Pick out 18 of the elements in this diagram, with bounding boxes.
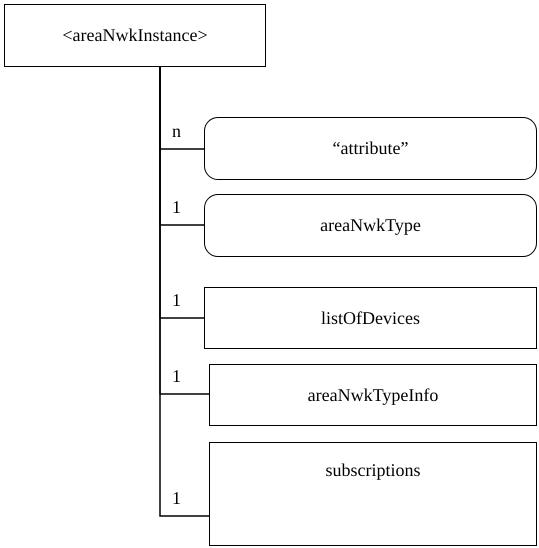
node-label: listOfDevices [321, 306, 420, 330]
edge-label: 1 [172, 367, 181, 385]
node-label: <areaNwkInstance> [62, 24, 208, 47]
element-box [209, 442, 537, 546]
root-element-box [4, 4, 266, 67]
element-box [209, 364, 537, 426]
edge-label: 1 [172, 291, 181, 309]
connector-line [159, 67, 209, 517]
edge-label: n [172, 122, 181, 140]
rounded-box [204, 117, 537, 180]
node-label: “attribute” [332, 137, 408, 160]
edge-label: 1 [172, 198, 181, 216]
element-box [204, 287, 537, 349]
node-label: subscriptions [325, 459, 420, 482]
node-label: areaNwkTypeInfo [308, 384, 438, 407]
rounded-box [204, 194, 537, 257]
edge-label: 1 [172, 489, 181, 507]
node-label: areaNwkType [320, 214, 421, 237]
